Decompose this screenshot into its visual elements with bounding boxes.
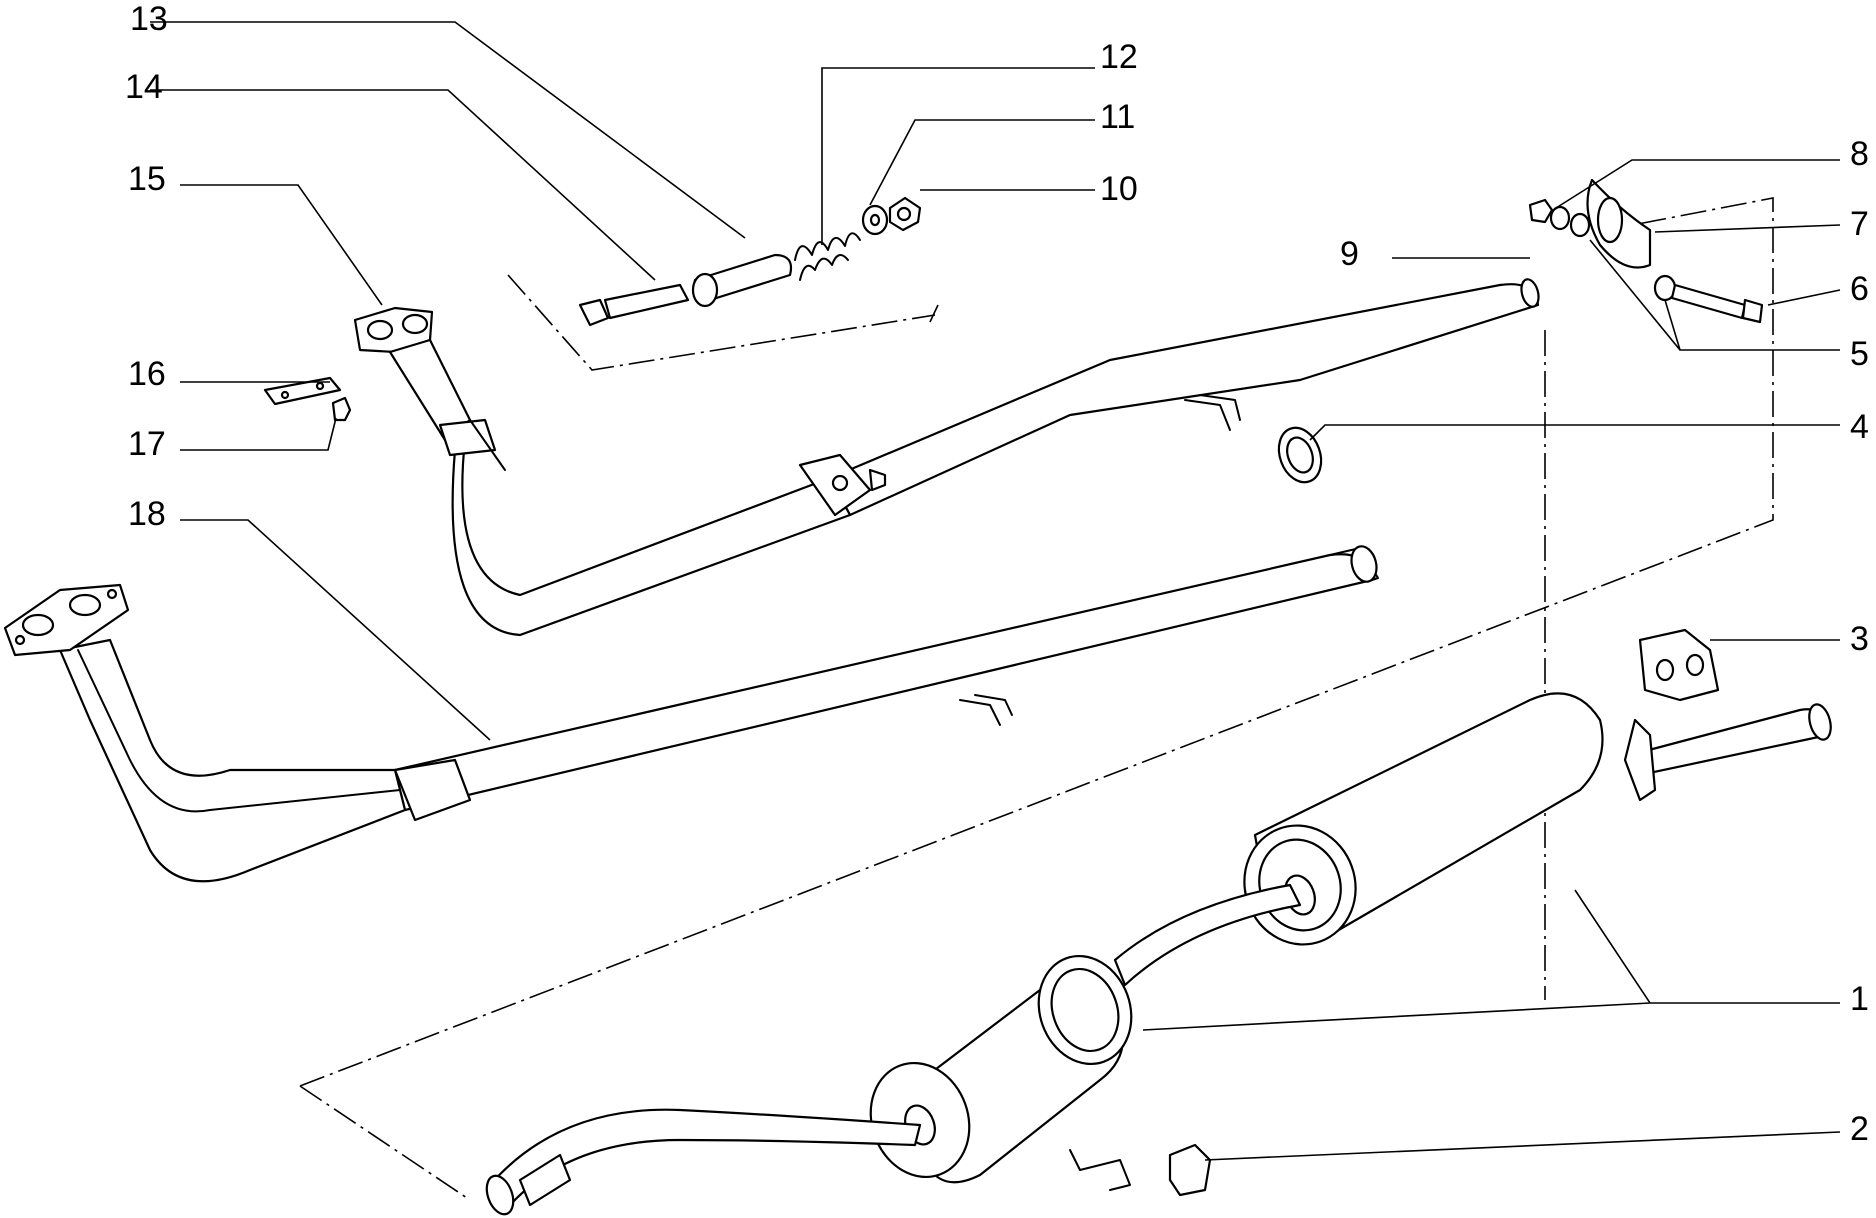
callout-4: 4	[1850, 408, 1869, 446]
small-hardware	[263, 178, 1764, 1197]
callout-13: 13	[130, 0, 168, 38]
callout-7: 7	[1850, 205, 1869, 243]
callout-labels: 13 14 15 16 17 18 12 11 10 9 8 7 6 5 4 3…	[125, 0, 1869, 1148]
callout-12: 12	[1100, 38, 1138, 76]
callout-14: 14	[125, 68, 163, 106]
callout-16: 16	[128, 355, 166, 393]
callout-6: 6	[1850, 270, 1869, 308]
rear-muffler-assembly	[485, 692, 1832, 1216]
leader-lines	[150, 21, 1841, 1161]
callout-17: 17	[128, 425, 166, 463]
callout-3: 3	[1850, 620, 1869, 658]
assembly-boundary-lines	[299, 197, 1774, 1201]
callout-5: 5	[1850, 335, 1869, 373]
callout-18: 18	[128, 495, 166, 533]
callout-8: 8	[1850, 135, 1869, 173]
callout-15: 15	[128, 160, 166, 198]
callout-10: 10	[1100, 170, 1138, 208]
callout-1: 1	[1850, 980, 1869, 1018]
callout-2: 2	[1850, 1110, 1869, 1148]
front-exhaust-pipe	[3, 545, 1379, 883]
callout-11: 11	[1100, 98, 1135, 136]
intermediate-pipe	[451, 278, 1540, 637]
callout-9: 9	[1340, 235, 1359, 273]
exhaust-manifold-flange	[353, 306, 506, 471]
